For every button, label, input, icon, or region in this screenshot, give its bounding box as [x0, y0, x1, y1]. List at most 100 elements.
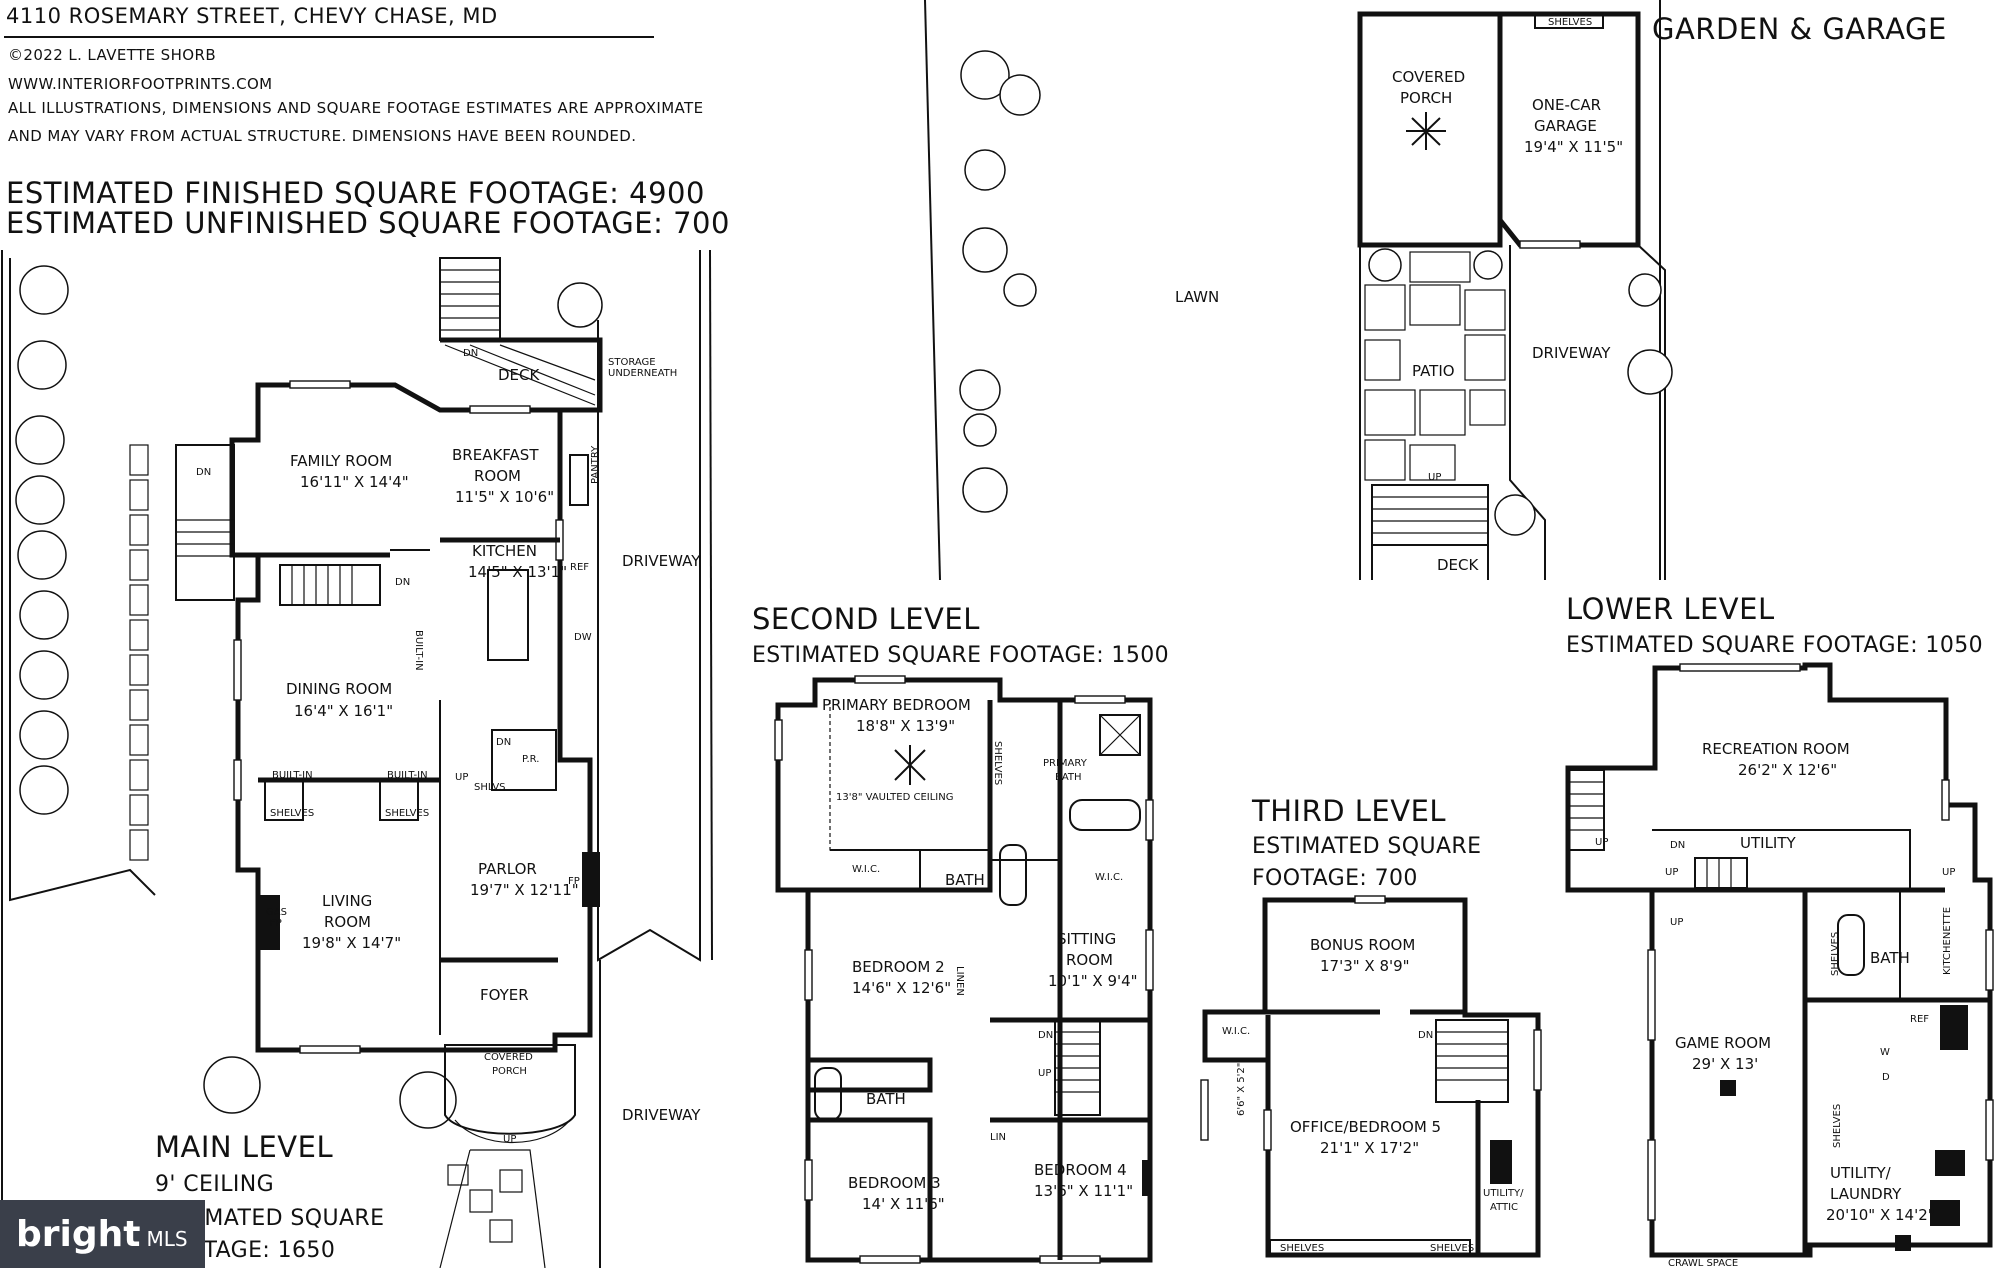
garden-porch-label-2: PORCH: [1400, 89, 1452, 107]
third-wic-dims: 6'6" X 5'2": [1236, 1063, 1247, 1116]
ref-label: REF: [570, 562, 589, 573]
lower-utility-label: UTILITY: [1740, 834, 1797, 852]
garage-label-1: ONE-CAR: [1532, 96, 1601, 114]
driveway-top-label: DRIVEWAY: [622, 552, 701, 570]
built-in-right: BUILT-IN: [387, 770, 428, 781]
lower-shelves-b: SHELVES: [1832, 1104, 1843, 1148]
kitchenette-label: KITCHENETTE: [1942, 907, 1953, 975]
dining-room-dims: 16'4" X 16'1": [294, 702, 393, 720]
kitchen-label: KITCHEN: [472, 542, 537, 560]
sitting-room-dims: 10'1" X 9'4": [1048, 972, 1138, 990]
up-porch-label: UP: [503, 1134, 516, 1145]
wic-left-label: W.I.C.: [852, 864, 880, 875]
built-in-vertical: BUILT-IN: [413, 630, 424, 671]
tree-row-left: [15, 265, 69, 815]
shelves-right: SHELVES: [385, 808, 429, 819]
utility-attic-label-2: ATTIC: [1490, 1202, 1518, 1213]
main-level-title: MAIN LEVEL: [155, 1130, 334, 1164]
lower-bath-label: BATH: [1870, 949, 1910, 967]
lower-level-plan: DN UP UP UP UP RECREATION ROOM 26'2" X 1…: [1565, 662, 1994, 1268]
kitchen-dims: 14'5" X 13'1": [468, 563, 567, 581]
breakfast-dims: 11'5" X 10'6": [455, 488, 554, 506]
sitting-room-label-1: SITTING: [1057, 930, 1116, 948]
built-in-left: BUILT-IN: [272, 770, 313, 781]
lower-up-label-2: UP: [1665, 867, 1678, 878]
gas-fp-label-1: GAS: [266, 907, 287, 918]
game-room-dims: 29' X 13': [1692, 1055, 1758, 1073]
garage-label-2: GARAGE: [1534, 117, 1597, 135]
third-level-plan: DN SHELVES SHELVES BONUS ROOM 17'3" X 8'…: [1200, 895, 1542, 1258]
dw-label: DW: [574, 632, 592, 643]
shlvs-label: SHLVS: [474, 782, 506, 793]
office-label: OFFICE/BEDROOM 5: [1290, 1118, 1441, 1136]
vaulted-ceiling-label: 13'8" VAULTED CEILING: [836, 792, 953, 803]
wic-right-label: W.I.C.: [1095, 872, 1123, 883]
lower-ref-label: REF: [1910, 1014, 1929, 1025]
bath-upper-label: BATH: [945, 871, 985, 889]
copyright-text: ©2022 L. LAVETTE SHORB: [8, 46, 217, 64]
dn-stair-label: DN: [196, 467, 211, 478]
garden-garage-title: GARDEN & GARAGE: [1652, 12, 1947, 46]
family-room-label: FAMILY ROOM: [290, 452, 392, 470]
primary-bath-label-2: BATH: [1055, 772, 1082, 783]
storage-label-1: STORAGE: [608, 357, 656, 368]
main-level-plan: DECK STORAGE UNDERNEATH DN DN DN PANTRY …: [1, 249, 713, 1268]
primary-bath-label-1: PRIMARY: [1043, 758, 1088, 769]
bedroom3-label: BEDROOM 3: [848, 1174, 941, 1192]
bath-lower-label: BATH: [866, 1090, 906, 1108]
tree-row-garden: [959, 50, 1041, 513]
dn-center-label: DN: [496, 737, 511, 748]
lawn-label: LAWN: [1175, 288, 1219, 306]
garden-deck-label: DECK: [1437, 556, 1480, 574]
utility-laundry-label-1: UTILITY/: [1830, 1164, 1892, 1182]
garden-porch-label-1: COVERED: [1392, 68, 1465, 86]
living-room-dims: 19'8" X 14'7": [302, 934, 401, 952]
dn-kitchen-label: DN: [395, 577, 410, 588]
tree-front-right: [399, 1071, 457, 1129]
third-dn-label: DN: [1418, 1030, 1433, 1041]
dining-room-label: DINING ROOM: [286, 680, 392, 698]
bedroom4-dims: 13'6" X 11'1": [1034, 1182, 1133, 1200]
crawl-space-label: CRAWL SPACE: [1668, 1258, 1738, 1268]
third-shelves-right: SHELVES: [1430, 1243, 1474, 1254]
pr-label: P.R.: [522, 754, 539, 765]
breakfast-label-2: ROOM: [474, 467, 521, 485]
lower-shelves-a: SHELVES: [1830, 932, 1841, 976]
living-room-label-1: LIVING: [322, 892, 372, 910]
lin-label: LIN: [990, 1132, 1006, 1143]
recreation-room-dims: 26'2" X 12'6": [1738, 761, 1837, 779]
finished-sqft: ESTIMATED FINISHED SQUARE FOOTAGE: 4900: [6, 176, 705, 210]
washer-label: W: [1880, 1047, 1890, 1058]
lower-level-sqft: ESTIMATED SQUARE FOOTAGE: 1050: [1566, 633, 1984, 658]
garage-dims: 19'4" X 11'5": [1524, 138, 1623, 156]
second-level-plan: DN UP SHELVES LINEN LIN PRIMARY BEDROOM …: [774, 675, 1154, 1264]
bonus-room-dims: 17'3" X 8'9": [1320, 957, 1410, 975]
utility-laundry-dims: 20'10" X 14'2": [1826, 1206, 1935, 1224]
garden-up-label: UP: [1428, 472, 1441, 483]
disclaimer-line1: ALL ILLUSTRATIONS, DIMENSIONS AND SQUARE…: [8, 99, 704, 117]
third-wic-label: W.I.C.: [1222, 1026, 1250, 1037]
website-text: WWW.INTERIORFOOTPRINTS.COM: [8, 75, 273, 93]
primary-bedroom-dims: 18'8" X 13'9": [856, 717, 955, 735]
gas-fp-label-2: FP: [270, 918, 282, 929]
lower-up-label-1: UP: [1595, 837, 1608, 848]
garden-garage-plan: LAWN COVERED PORCH SHELVES ONE-CAR GARAG…: [924, 0, 1673, 581]
driveway-bottom-label: DRIVEWAY: [622, 1106, 701, 1124]
third-level-sqft-line2: FOOTAGE: 700: [1252, 866, 1418, 891]
storage-label-2: UNDERNEATH: [608, 368, 677, 379]
family-room-dims: 16'11" X 14'4": [300, 473, 409, 491]
office-dims: 21'1" X 17'2": [1320, 1139, 1419, 1157]
walkway-stones: [129, 444, 149, 861]
main-level-ceiling: 9' CEILING: [155, 1172, 275, 1197]
address-heading: 4110 ROSEMARY STREET, CHEVY CHASE, MD: [6, 4, 498, 28]
third-level-sqft-line1: ESTIMATED SQUARE: [1252, 834, 1482, 859]
lower-dn-label: DN: [1670, 840, 1685, 851]
utility-laundry-label-2: LAUNDRY: [1830, 1185, 1902, 1203]
foyer-label: FOYER: [480, 986, 529, 1004]
primary-bedroom-label: PRIMARY BEDROOM: [822, 696, 971, 714]
utility-attic-label-1: UTILITY/: [1483, 1188, 1524, 1199]
parlor-label: PARLOR: [478, 860, 537, 878]
mls-brand-text: bright: [16, 1213, 141, 1255]
patio-label: PATIO: [1412, 362, 1455, 380]
unfinished-sqft: ESTIMATED UNFINISHED SQUARE FOOTAGE: 700: [6, 206, 730, 240]
